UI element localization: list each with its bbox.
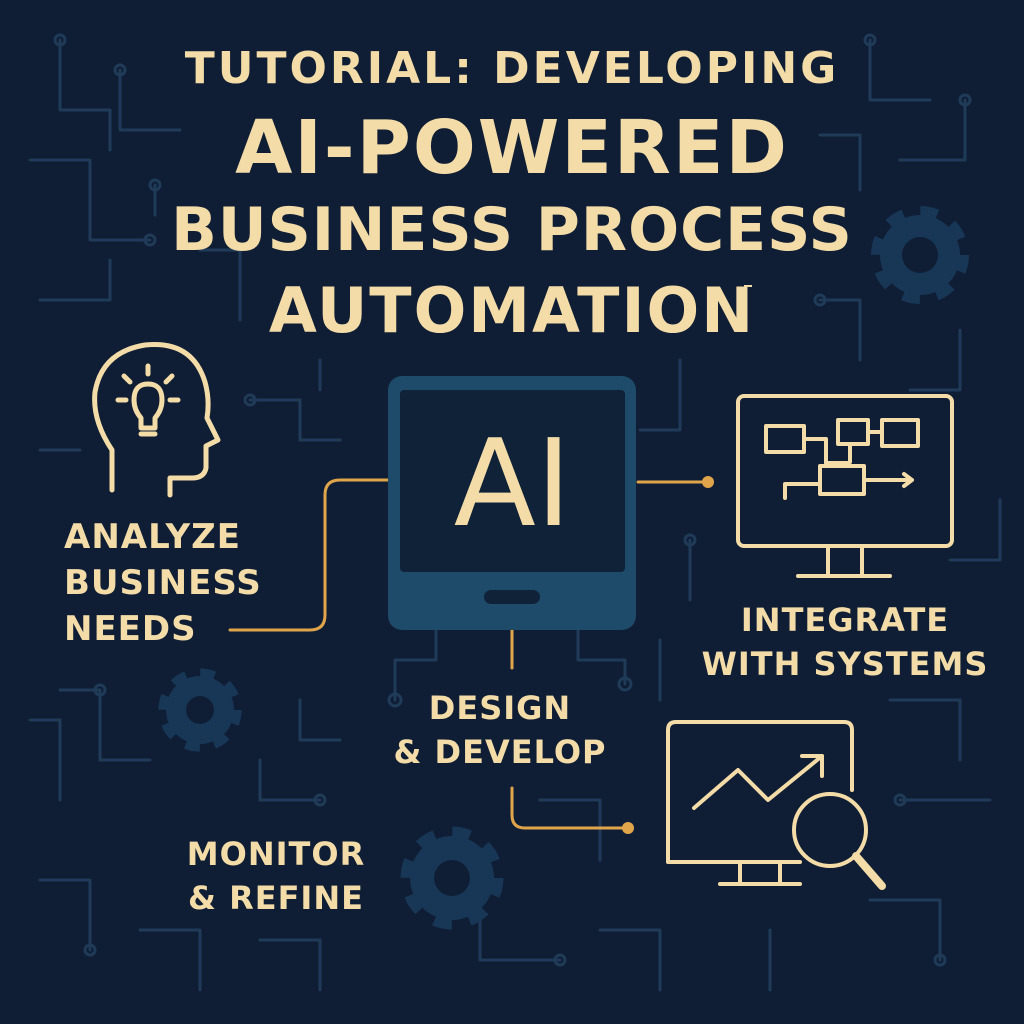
connectors xyxy=(228,476,714,834)
circuit-trace xyxy=(948,498,1002,562)
step-design-label: DESIGN & DEVELOP xyxy=(390,686,610,774)
circuit-trace xyxy=(898,98,967,162)
circuit-trace xyxy=(138,928,202,992)
step-integrate-line-1: INTEGRATE xyxy=(740,601,950,639)
circuit-trace xyxy=(38,878,92,952)
circuit-trace xyxy=(118,68,182,132)
step-integrate-label: INTEGRATE WITH SYSTEMS xyxy=(700,598,990,686)
circuit-node xyxy=(893,793,907,807)
circuit-trace xyxy=(538,798,602,862)
circuit-node xyxy=(553,953,567,967)
circuit-node xyxy=(933,953,947,967)
connector-analyze xyxy=(228,478,390,632)
circuit-trace xyxy=(248,398,342,442)
circuit-trace xyxy=(28,158,152,242)
ai-label: AI xyxy=(453,415,572,554)
circuit-trace xyxy=(298,698,342,742)
step-design-line-1: DESIGN xyxy=(428,689,572,727)
circuit-trace xyxy=(818,298,862,362)
head-lightbulb-icon xyxy=(92,341,221,498)
ai-device-screen xyxy=(400,390,625,572)
step-analyze-line-2: BUSINESS xyxy=(64,563,262,603)
step-analyze-label: ANALYZE BUSINESS NEEDS xyxy=(64,514,262,652)
circuit-trace xyxy=(258,938,322,992)
ai-device-button xyxy=(484,590,540,604)
monitor-chart-magnifier-icon xyxy=(666,720,886,890)
circuit-node xyxy=(387,692,403,708)
circuit-trace xyxy=(818,133,862,192)
circuit-node xyxy=(53,33,67,47)
ai-device xyxy=(388,376,636,630)
circuit-trace xyxy=(38,258,112,302)
circuit-node xyxy=(313,793,327,807)
circuit-node xyxy=(113,63,127,77)
step-monitor-line-1: MONITOR xyxy=(186,835,366,873)
step-analyze-line-3: NEEDS xyxy=(64,609,197,649)
circuit-trace xyxy=(58,688,152,762)
gear-icon xyxy=(871,206,969,304)
circuit-trace xyxy=(868,898,942,962)
circuit-node xyxy=(93,683,107,697)
connector-dot xyxy=(702,476,714,488)
circuit-node xyxy=(617,676,633,692)
circuit-node xyxy=(683,533,697,547)
circuit-trace xyxy=(888,698,962,762)
connector-dot xyxy=(622,822,634,834)
circuit-node xyxy=(243,393,257,407)
circuit-node xyxy=(863,33,877,47)
monitor-flowchart-icon xyxy=(736,394,954,578)
circuit-trace xyxy=(638,358,682,432)
connector-monitor xyxy=(510,786,630,830)
circuit-node xyxy=(143,233,157,247)
circuit-trace xyxy=(598,928,662,992)
circuit-node xyxy=(83,943,97,957)
circuit-trace xyxy=(28,718,62,802)
gear-icon xyxy=(400,826,504,930)
circuit-trace xyxy=(576,628,627,686)
gear-icon xyxy=(158,668,242,752)
step-monitor-label: MONITOR & REFINE xyxy=(176,832,376,920)
title-line-2: AI-POWERED xyxy=(235,105,789,191)
step-design-line-2: & DEVELOP xyxy=(393,733,607,771)
circuit-node xyxy=(958,93,972,107)
circuit-trace xyxy=(198,248,242,322)
circuit-trace xyxy=(908,328,962,392)
circuit-node xyxy=(148,178,162,192)
title-line-1: TUTORIAL: DEVELOPING xyxy=(184,43,840,94)
step-analyze-line-1: ANALYZE xyxy=(64,517,241,557)
circuit-node xyxy=(813,293,827,307)
step-integrate-line-2: WITH SYSTEMS xyxy=(701,645,989,683)
circuit-trace xyxy=(393,628,438,702)
circuit-trace xyxy=(868,38,932,102)
circuit-trace xyxy=(478,898,562,962)
circuit-trace xyxy=(258,758,322,802)
title-line-4: AUTOMATION xyxy=(268,274,756,347)
circuit-trace xyxy=(58,38,112,152)
title-line-3: BUSINESS PROCESS xyxy=(171,195,853,265)
step-monitor-line-2: & REFINE xyxy=(188,879,364,917)
